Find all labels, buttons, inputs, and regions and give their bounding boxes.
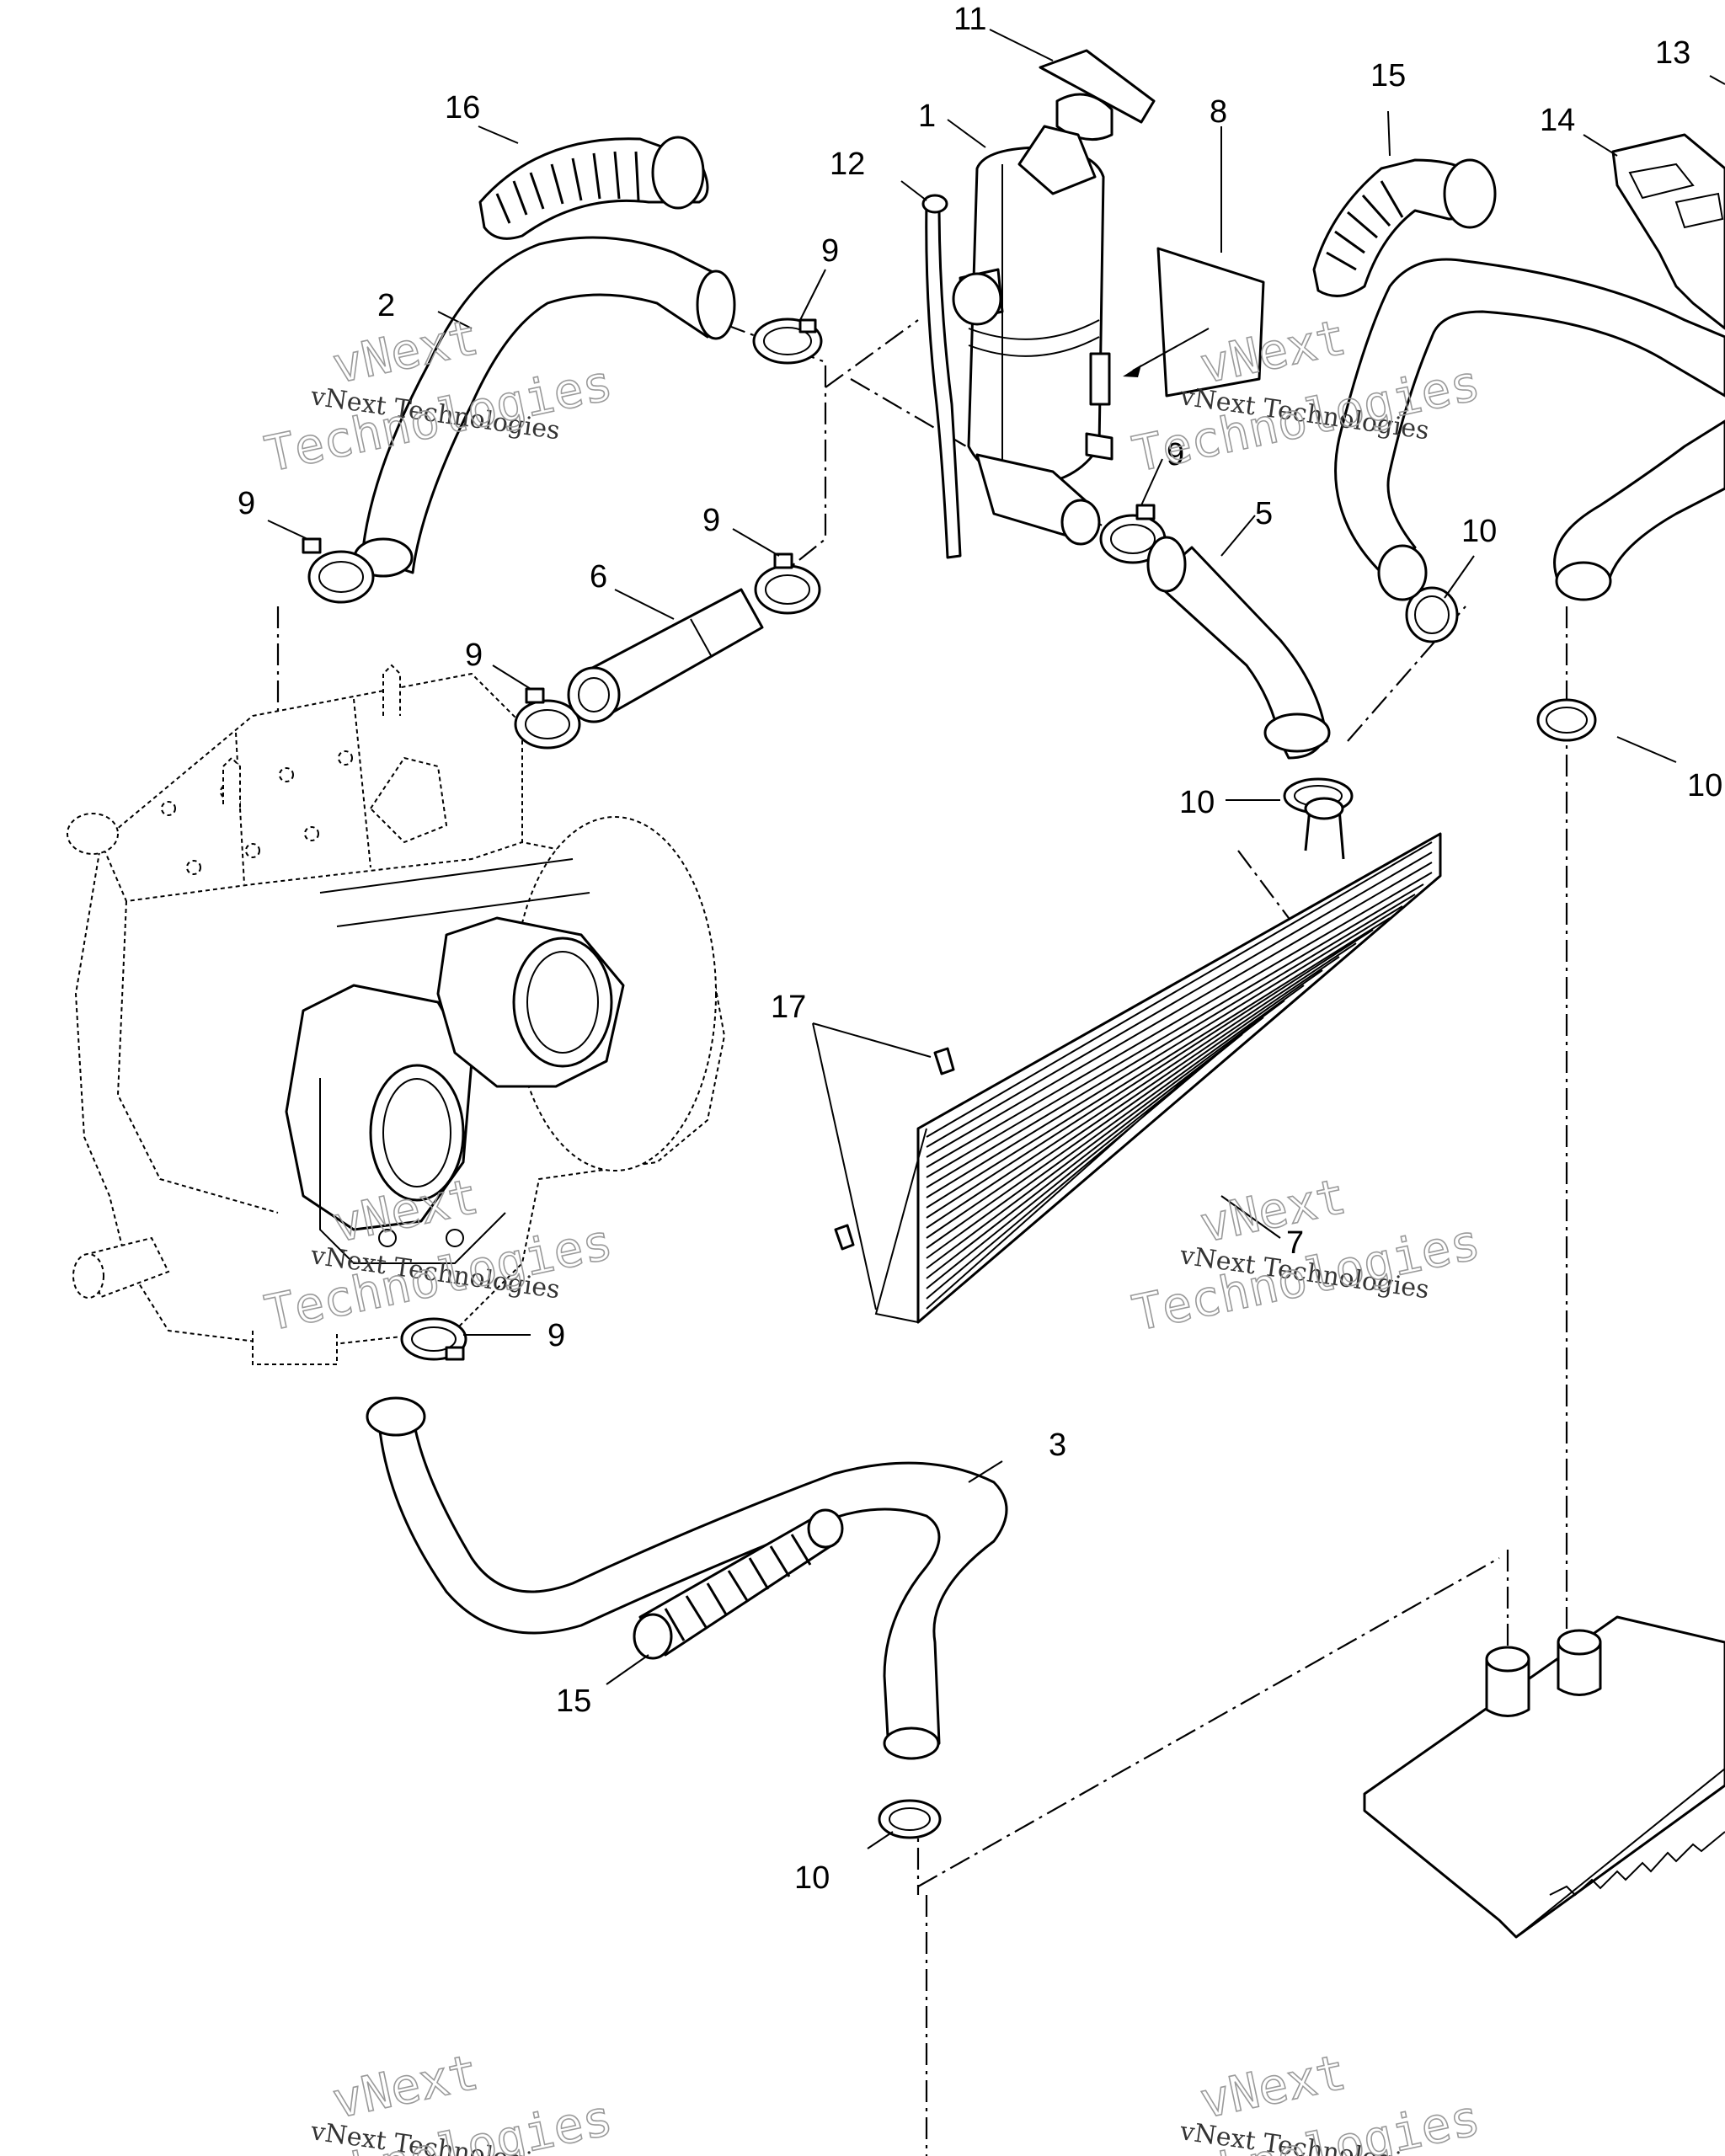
clamp-10-d [878, 1799, 942, 1839]
clamp-9-bottom [400, 1317, 467, 1361]
callout-15-bottom: 15 [556, 1684, 591, 1719]
hose-5 [1146, 536, 1331, 760]
watermark-mid-right: vNext Technologies vNext Technologies [1127, 1166, 1486, 1342]
hose-15-top [1312, 158, 1497, 297]
callout-9-left: 9 [238, 486, 255, 521]
clamp-10-c [1536, 698, 1597, 742]
callout-10-c: 10 [1687, 768, 1722, 803]
coolant-tank-1 [952, 125, 1114, 546]
clamp-10-b [1405, 586, 1459, 643]
hose-6 [567, 588, 764, 723]
watermark-bottom-right: vNext Technologies vNext Technologies [1127, 2042, 1486, 2156]
callout-9-mid: 9 [702, 503, 720, 538]
callout-14: 14 [1540, 103, 1575, 138]
callout-5: 5 [1255, 496, 1273, 531]
callout-10-d: 10 [794, 1860, 830, 1896]
bracket-14 [1611, 133, 1725, 330]
callout-15-top: 15 [1370, 58, 1406, 93]
heat-exchanger-7 [834, 797, 1442, 1324]
decal-8 [1123, 247, 1265, 398]
callout-9-tank: 9 [1167, 437, 1184, 472]
clamp-9-mid [754, 552, 821, 615]
hose-16-corrugated [478, 136, 709, 240]
callout-13: 13 [1655, 35, 1690, 71]
cap-11 [1039, 49, 1156, 141]
watermark-bottom-left: vNext Technologies vNext Technologies [259, 2042, 618, 2156]
callout-7: 7 [1286, 1225, 1304, 1261]
callout-17: 17 [771, 990, 806, 1025]
clamp-9-engine [514, 687, 581, 750]
callout-9-engine: 9 [465, 638, 483, 673]
callout-10-b: 10 [1461, 514, 1497, 549]
hose-3 [366, 1396, 1008, 1760]
hose-15-bottom [633, 1508, 844, 1660]
clamp-9-left [302, 537, 375, 604]
throttle-bodies [285, 858, 625, 1264]
watermark-big-line1: vNext [328, 2043, 483, 2130]
callout-1: 1 [918, 99, 936, 134]
callout-6: 6 [590, 559, 607, 595]
callout-12: 12 [830, 147, 865, 182]
hose-right-loop [1334, 258, 1725, 601]
lower-heat-exchanger [1363, 1615, 1725, 1939]
callouts: 1 2 3 5 6 7 8 9 9 9 9 9 9 10 10 10 10 11… [238, 2, 1722, 1896]
callout-10-a: 10 [1179, 785, 1215, 820]
callout-9-bottom: 9 [547, 1318, 565, 1353]
callout-2: 2 [377, 288, 395, 323]
watermark-big-line1: vNext [1195, 1167, 1351, 1254]
watermark-big-line1: vNext [1195, 2043, 1351, 2130]
leader-lines [267, 29, 1725, 1849]
callout-16: 16 [445, 90, 480, 125]
callout-8: 8 [1210, 94, 1227, 130]
callout-9-top: 9 [821, 233, 839, 269]
callout-3: 3 [1049, 1428, 1066, 1463]
overflow-tube-12 [921, 194, 962, 559]
clamp-9-top [752, 318, 823, 365]
callout-11: 11 [953, 2, 986, 37]
